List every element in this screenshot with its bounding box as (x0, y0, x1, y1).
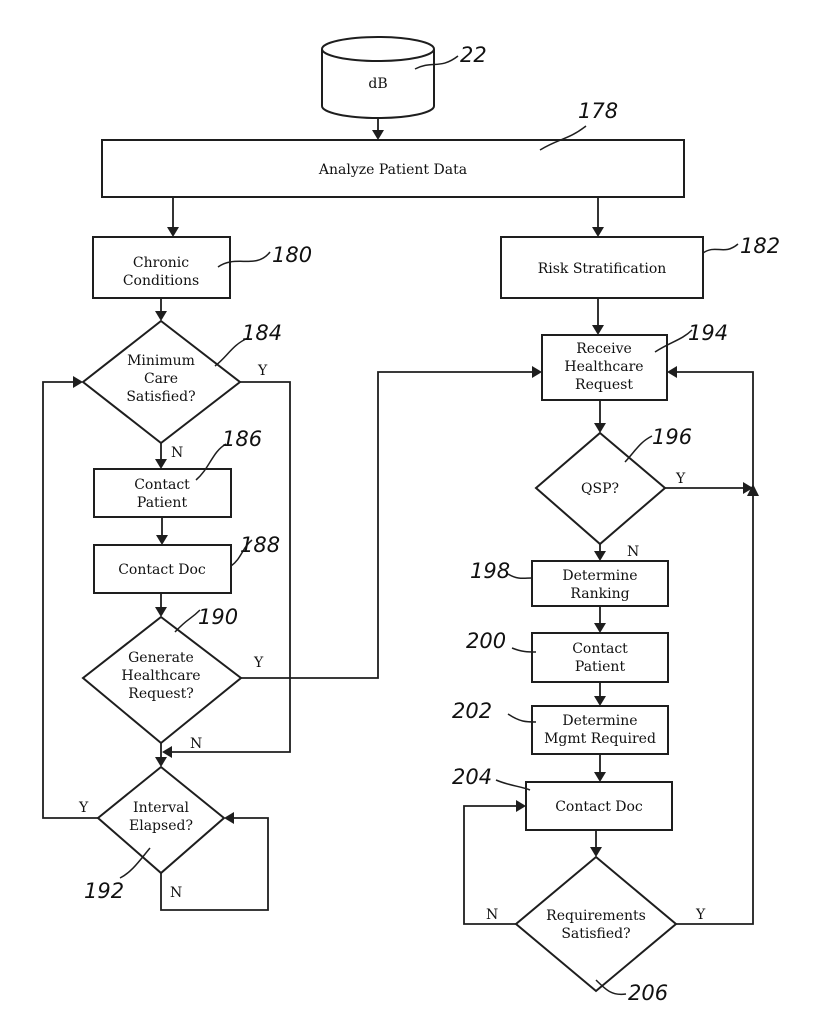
label-line: Determine (562, 568, 637, 584)
min-care-yes-label: Y (257, 363, 268, 379)
generate-no-label: N (190, 736, 202, 752)
ref-204: 204 (452, 765, 492, 789)
contact-doc-2-label: Contact Doc (555, 799, 643, 815)
db-label: dB (368, 76, 387, 92)
ref-188: 188 (240, 533, 280, 557)
interval-no-label: N (170, 885, 182, 901)
ref-184: 184 (242, 321, 282, 345)
ref-198: 198 (470, 559, 510, 583)
label-line: Minimum (127, 353, 195, 369)
requirements-yes-label: Y (695, 907, 706, 923)
label-line: Determine (562, 713, 637, 729)
label-line: Ranking (570, 586, 629, 602)
qsp-yes-label: Y (675, 471, 686, 487)
ref-180: 180 (272, 243, 312, 267)
node-requirements (516, 857, 676, 991)
requirements-no-label: N (486, 907, 498, 923)
label-line: Patient (137, 495, 188, 511)
label-line: Chronic (133, 255, 189, 271)
label-line: Mgmt Required (544, 731, 656, 747)
label-line: Care (144, 371, 178, 387)
label-line: Contact Doc (555, 799, 643, 815)
label-line: Generate (128, 650, 194, 666)
label-line: Analyze Patient Data (318, 162, 467, 178)
qsp-label: QSP? (581, 481, 619, 497)
label-line: Contact (572, 641, 628, 657)
ref-194: 194 (688, 321, 728, 345)
label-line: Risk Stratification (538, 261, 667, 277)
label-line: Contact Doc (118, 562, 206, 578)
ref-190: 190 (198, 605, 238, 629)
label-line: Request (575, 377, 633, 393)
ref-22: 22 (460, 43, 487, 67)
label-line: Patient (575, 659, 626, 675)
label-line: Contact (134, 477, 190, 493)
label-line: Healthcare (121, 668, 200, 684)
receive-label: ReceiveHealthcareRequest (564, 341, 643, 393)
label-line: dB (368, 76, 387, 92)
node-db: dB (322, 37, 434, 118)
analyze-label: Analyze Patient Data (318, 162, 467, 178)
label-line: Elapsed? (129, 818, 193, 834)
ref-202: 202 (452, 699, 492, 723)
contact-doc-1-label: Contact Doc (118, 562, 206, 578)
risk-label: Risk Stratification (538, 261, 667, 277)
label-line: Interval (133, 800, 189, 816)
min-care-no-label: N (171, 445, 183, 461)
ref-186: 186 (222, 427, 262, 451)
label-line: QSP? (581, 481, 619, 497)
interval-yes-label: Y (78, 800, 89, 816)
label-line: Healthcare (564, 359, 643, 375)
ref-182: 182 (740, 234, 780, 258)
label-line: Requirements (546, 908, 646, 924)
label-line: Conditions (123, 273, 199, 289)
generate-label: GenerateHealthcareRequest? (121, 650, 200, 702)
generate-yes-label: Y (253, 655, 264, 671)
qsp-no-label: N (627, 544, 639, 560)
label-line: Satisfied? (561, 926, 630, 942)
ref-206: 206 (628, 981, 668, 1005)
ref-200: 200 (466, 629, 506, 653)
label-line: Request? (128, 686, 193, 702)
label-line: Receive (576, 341, 632, 357)
ref-196: 196 (652, 425, 692, 449)
ref-178: 178 (578, 99, 618, 123)
label-line: Satisfied? (126, 389, 195, 405)
ref-192: 192 (84, 879, 124, 903)
